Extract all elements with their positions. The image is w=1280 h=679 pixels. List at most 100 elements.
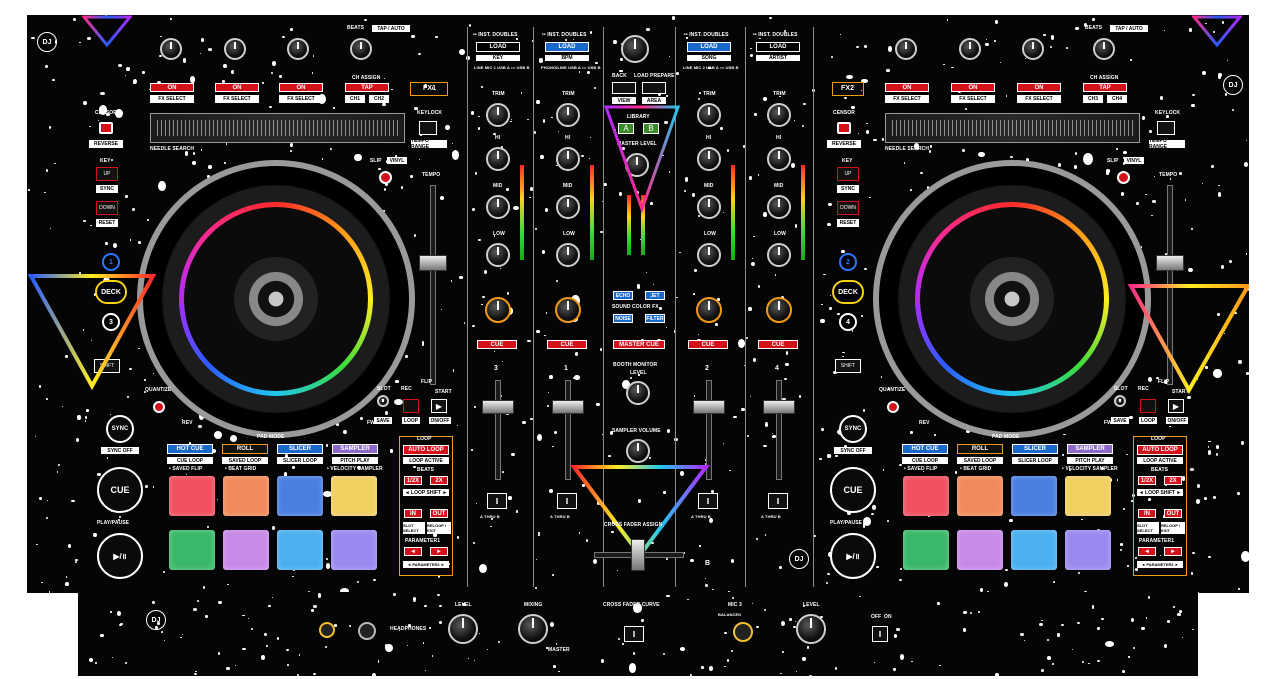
low-knob-ch1[interactable] (556, 243, 580, 267)
low-knob-ch4[interactable] (767, 243, 791, 267)
deck-4-button[interactable]: 4 (839, 313, 857, 331)
pad-7-right[interactable] (1011, 530, 1057, 570)
fx1-knob-1[interactable] (160, 38, 182, 60)
low-knob-ch3[interactable] (486, 243, 510, 267)
fx2-knob-1[interactable] (895, 38, 917, 60)
pad-5-left[interactable] (169, 530, 215, 570)
deck-2-button[interactable]: 2 (839, 253, 857, 271)
hi-knob-ch3[interactable] (486, 147, 510, 171)
loop-in-button-right[interactable]: IN (1138, 509, 1156, 518)
crossfader-assign-ch2[interactable]: ‖ (698, 493, 718, 509)
shift-button-right[interactable]: SHIFT (835, 359, 861, 373)
trim-knob-ch1[interactable] (556, 103, 580, 127)
parameter-plus-button[interactable]: ► (430, 547, 448, 556)
slicer-button[interactable]: SLICER (277, 444, 323, 454)
mid-knob-ch3[interactable] (486, 195, 510, 219)
key-down-button[interactable]: DOWN (96, 201, 118, 215)
hi-knob-ch4[interactable] (767, 147, 791, 171)
slip-button[interactable] (379, 171, 392, 184)
mid-knob-ch4[interactable] (767, 195, 791, 219)
trim-knob-ch3[interactable] (486, 103, 510, 127)
sync-button-left[interactable]: SYNC (106, 415, 134, 443)
quantize-button-right[interactable] (887, 401, 899, 413)
parameter-minus-button-right[interactable]: ◄ (1138, 547, 1156, 556)
cue-button-ch3[interactable]: CUE (477, 340, 517, 349)
jet-button[interactable]: JET (645, 291, 665, 300)
hi-knob-ch1[interactable] (556, 147, 580, 171)
trim-knob-ch2[interactable] (697, 103, 721, 127)
auto-loop-button[interactable]: AUTO LOOP (403, 445, 449, 455)
fx2-on-button-2[interactable]: ON (951, 83, 995, 92)
loop-half-button[interactable]: 1/2X (404, 476, 422, 485)
fx2-tap-button[interactable]: TAP (1083, 83, 1127, 92)
loop-in-button[interactable]: IN (404, 509, 422, 518)
cue-button-ch4[interactable]: CUE (758, 340, 798, 349)
channel-fader-ch4[interactable] (763, 400, 795, 414)
fx2-on-button-3[interactable]: ON (1017, 83, 1061, 92)
play-pause-button-right[interactable]: ▶/॥ (830, 533, 876, 579)
sync-button-right[interactable]: SYNC (839, 415, 867, 443)
color-fx-knob-ch4[interactable] (766, 297, 792, 323)
pad-7-left[interactable] (277, 530, 323, 570)
pad-4-left[interactable] (331, 476, 377, 516)
slot-knob-left[interactable] (377, 395, 389, 407)
sampler-button[interactable]: SAMPLER (332, 444, 378, 454)
filter-button[interactable]: FILTER (645, 314, 665, 323)
fx1-knob-2[interactable] (224, 38, 246, 60)
pad-8-left[interactable] (331, 530, 377, 570)
fx1-on-button-2[interactable]: ON (215, 83, 259, 92)
crossfader-assign-ch4[interactable]: ‖ (768, 493, 788, 509)
pad-6-left[interactable] (223, 530, 269, 570)
pad-3-left[interactable] (277, 476, 323, 516)
auto-loop-button-right[interactable]: AUTO LOOP (1137, 445, 1183, 455)
cue-button-ch1[interactable]: CUE (547, 340, 587, 349)
channel-fader-ch2[interactable] (693, 400, 725, 414)
library-b-button[interactable]: B (643, 123, 659, 134)
library-a-button[interactable]: A (618, 123, 634, 134)
headphones-jack[interactable] (358, 622, 376, 640)
mic3-level-knob[interactable] (796, 614, 826, 644)
pad-5-right[interactable] (903, 530, 949, 570)
tempo-slider-left[interactable] (419, 255, 447, 271)
color-fx-knob-ch2[interactable] (696, 297, 722, 323)
browse-rotary[interactable] (621, 35, 649, 63)
roll-button[interactable]: ROLL (222, 444, 268, 454)
parameter-minus-button[interactable]: ◄ (404, 547, 422, 556)
color-fx-knob-ch3[interactable] (485, 297, 511, 323)
key-up-button[interactable]: UP (96, 167, 118, 181)
channel-fader-ch1[interactable] (552, 400, 584, 414)
fx2-on-button-1[interactable]: ON (885, 83, 929, 92)
flip-rec-button-right[interactable] (1140, 399, 1156, 413)
load-button-ch3[interactable]: LOAD (476, 42, 520, 52)
sampler-button-right[interactable]: SAMPLER (1067, 444, 1113, 454)
pad-3-right[interactable] (1011, 476, 1057, 516)
loop-half-button-right[interactable]: 1/2X (1138, 476, 1156, 485)
booth-monitor-knob[interactable] (626, 381, 650, 405)
slicer-button-right[interactable]: SLICER (1012, 444, 1058, 454)
fx1-on-button-3[interactable]: ON (279, 83, 323, 92)
roll-button-right[interactable]: ROLL (957, 444, 1003, 454)
flip-rec-button[interactable] (403, 399, 419, 413)
mid-knob-ch2[interactable] (697, 195, 721, 219)
pad-4-right[interactable] (1065, 476, 1111, 516)
fx2-knob-3[interactable] (1022, 38, 1044, 60)
load-prepare-button[interactable] (642, 82, 666, 94)
fx1-beats-knob[interactable] (350, 38, 372, 60)
load-button-ch2[interactable]: LOAD (687, 42, 731, 52)
deck-1-button[interactable]: 1 (102, 253, 120, 271)
headphones-jack-mini[interactable] (319, 622, 335, 638)
pad-1-right[interactable] (903, 476, 949, 516)
fx1-on-button-1[interactable]: ON (150, 83, 194, 92)
fx2-beats-knob[interactable] (1093, 38, 1115, 60)
flip-start-button-right[interactable]: ▶ (1168, 399, 1184, 413)
crossfader-assign-ch1[interactable]: ‖ (557, 493, 577, 509)
slot-knob-right[interactable] (1114, 395, 1126, 407)
keylock-button[interactable] (419, 121, 437, 135)
load-button-ch4[interactable]: LOAD (756, 42, 800, 52)
back-button[interactable] (612, 82, 636, 94)
channel-fader-ch3[interactable] (482, 400, 514, 414)
pad-8-right[interactable] (1065, 530, 1111, 570)
key-down-button-right[interactable]: DOWN (837, 201, 859, 215)
needle-search-strip-right[interactable] (885, 113, 1140, 143)
color-fx-knob-ch1[interactable] (555, 297, 581, 323)
